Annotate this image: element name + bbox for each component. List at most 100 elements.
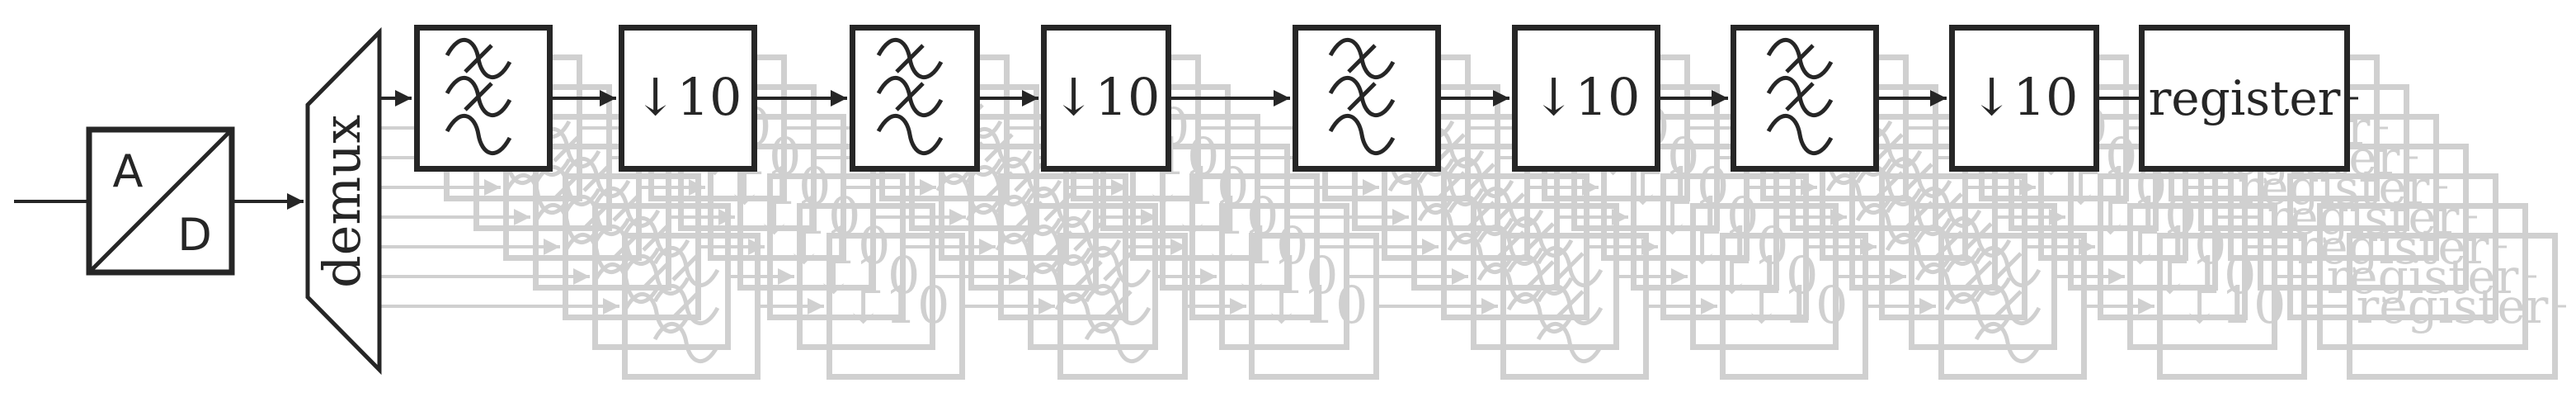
sine-wave-icon: [1855, 202, 1923, 245]
downsample-label: ↓10: [1053, 67, 1161, 127]
sine-wave-icon: [504, 173, 572, 215]
sine-wave-icon: [1506, 291, 1574, 334]
downsample-box: [619, 25, 757, 172]
sine-wave-icon: [1536, 321, 1604, 364]
sine-wave-icon: [1054, 291, 1122, 334]
stopband-strike-icon: [671, 252, 701, 281]
downsample-label: ↓10: [1533, 67, 1641, 127]
stopband-strike-icon: [464, 82, 493, 111]
downsample-label: ↓10: [1971, 67, 2079, 127]
stopband-strike-icon: [1785, 44, 1815, 73]
downsample-label: ↓10: [634, 67, 742, 127]
sine-wave-icon: [1476, 262, 1544, 305]
register-label: register: [2149, 70, 2341, 126]
downsample-box: [767, 173, 906, 320]
downsample-box: [1720, 233, 1868, 380]
stopband-strike-icon: [464, 44, 493, 73]
filter-block: [1293, 25, 1441, 172]
stopband-strike-icon: [1933, 230, 1963, 260]
filter-box: [1471, 203, 1619, 350]
sine-wave-icon: [876, 113, 944, 156]
stopband-strike-icon: [1555, 252, 1585, 281]
downsample-box: [1601, 114, 1750, 261]
sine-wave-icon: [652, 321, 720, 364]
sine-wave-icon: [1885, 232, 1952, 275]
stopband-strike-icon: [1785, 82, 1815, 111]
filter-box: [1909, 203, 2057, 350]
stopband-strike-icon: [1525, 260, 1555, 290]
primary-channel: ↓10 ↓10 ↓10 ↓10 register: [381, 25, 2358, 172]
stopband-strike-icon: [642, 222, 671, 252]
sine-wave-icon: [593, 262, 661, 305]
stopband-strike-icon: [1495, 230, 1525, 260]
filter-box: [1820, 114, 1968, 261]
stopband-strike-icon: [895, 82, 925, 111]
sine-wave-icon: [563, 232, 631, 275]
stopband-strike-icon: [1466, 201, 1495, 230]
downsample-block: ↓10: [619, 25, 757, 172]
stopband-strike-icon: [553, 133, 582, 163]
filter-box: [1441, 173, 1589, 320]
stopband-strike-icon: [1874, 171, 1904, 201]
downsample-box: [1660, 173, 1809, 320]
downsample-box: [826, 233, 965, 380]
sine-wave-icon: [1944, 291, 2012, 334]
register-box: [2139, 25, 2350, 172]
adc-block: A D: [14, 126, 304, 276]
filter-box: [1938, 233, 2087, 380]
sine-wave-icon: [1825, 173, 1893, 215]
sine-wave-icon: [1914, 262, 1982, 305]
stopband-strike-icon: [1904, 163, 1933, 192]
sine-wave-icon: [1387, 173, 1455, 215]
stopband-strike-icon: [582, 201, 612, 230]
sine-wave-icon: [1974, 321, 2041, 364]
stopband-strike-icon: [642, 260, 671, 290]
downsample-block: ↓10: [1512, 25, 1660, 172]
stopband-strike-icon: [1525, 222, 1555, 252]
stopband-strike-icon: [1466, 163, 1495, 192]
stopband-strike-icon: [1874, 133, 1904, 163]
sine-wave-icon: [1447, 232, 1514, 275]
register-box: [2287, 173, 2498, 320]
downsample-box: [708, 114, 846, 261]
downsample-block: ↓10: [1660, 173, 1809, 320]
filter-box: [1849, 144, 1998, 291]
demux-label: demux: [312, 115, 372, 288]
stopband-strike-icon: [1904, 201, 1933, 230]
sine-wave-icon: [1766, 113, 1834, 156]
stopband-strike-icon: [671, 290, 701, 319]
filter-block: [1731, 25, 1879, 172]
downsample-block: ↓10: [1949, 25, 2099, 172]
register-box: [2317, 203, 2528, 350]
downsample-box: [1512, 25, 1660, 172]
downsample-box: [1949, 25, 2099, 172]
downsample-block: ↓10: [1720, 233, 1868, 380]
stopband-strike-icon: [1993, 290, 2023, 319]
adc-label-d: D: [177, 209, 212, 261]
filter-block: [1500, 233, 1649, 380]
stopband-strike-icon: [1495, 192, 1525, 222]
stopband-strike-icon: [612, 230, 642, 260]
sine-wave-icon: [1084, 321, 1151, 364]
stopband-strike-icon: [1436, 133, 1466, 163]
sine-wave-icon: [445, 113, 512, 156]
register-box: [2258, 144, 2469, 291]
sine-wave-icon: [1417, 202, 1485, 245]
filter-box: [1411, 144, 1560, 291]
stopband-strike-icon: [1555, 290, 1585, 319]
stopband-strike-icon: [582, 163, 612, 192]
demux-shape: [305, 26, 382, 376]
downsample-box: [1041, 25, 1171, 172]
sine-wave-icon: [623, 291, 690, 334]
filter-box: [1500, 233, 1649, 380]
filter-box: [1382, 114, 1530, 261]
stopband-strike-icon: [1993, 252, 2023, 281]
sine-wave-icon: [534, 202, 601, 245]
stopband-strike-icon: [1963, 222, 1993, 252]
downsample-box: [797, 203, 935, 350]
sine-wave-icon: [995, 232, 1062, 275]
stopband-strike-icon: [1436, 171, 1466, 201]
